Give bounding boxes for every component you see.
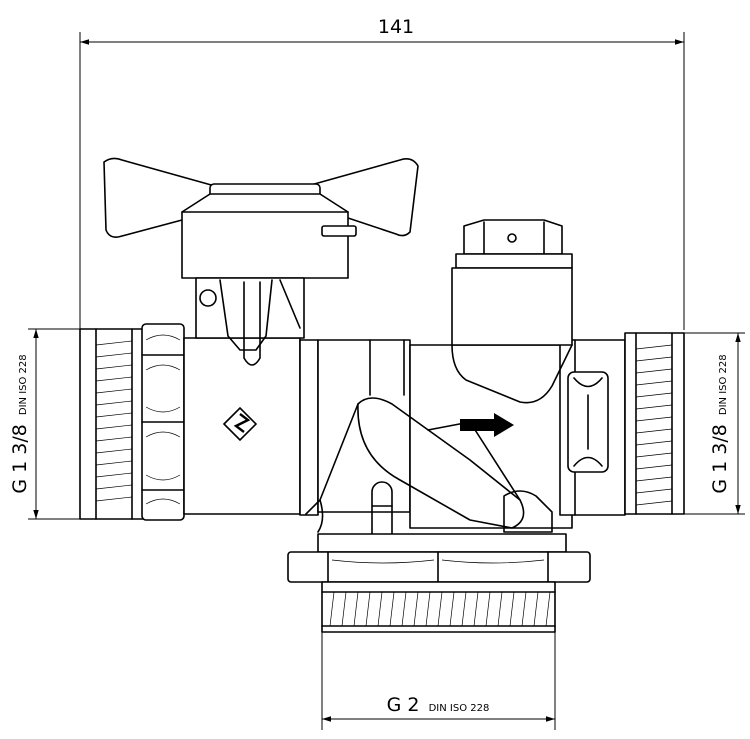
left-hex-nut <box>141 323 185 521</box>
left-thread-dimension: G 1 3/8 DIN ISO 228 <box>9 328 80 520</box>
butterfly-handle <box>103 157 419 279</box>
bottom-thread-size: G 2 <box>387 694 420 716</box>
manufacturer-logo-icon <box>222 406 258 442</box>
bottom-thread-label: G 2 DIN ISO 228 <box>387 694 490 716</box>
top-cap <box>451 219 573 404</box>
right-thread-size: G 1 3/8 <box>709 424 731 493</box>
right-thread-standard: DIN ISO 228 <box>718 354 729 415</box>
bottom-thread-pattern <box>329 591 551 627</box>
left-thread-label: G 1 3/8 DIN ISO 228 <box>9 354 31 493</box>
right-thread-pattern <box>635 344 673 506</box>
left-thread-size: G 1 3/8 <box>9 424 31 493</box>
bottom-connection <box>287 533 591 583</box>
valve-stem <box>195 277 305 366</box>
overall-width-dimension: 141 <box>79 16 685 330</box>
valve-body <box>183 337 626 529</box>
bottom-thread <box>321 581 556 633</box>
bottom-thread-standard: DIN ISO 228 <box>429 703 490 714</box>
bottom-thread-dimension: G 2 DIN ISO 228 <box>321 632 556 730</box>
left-thread-end <box>79 328 145 520</box>
left-thread-standard: DIN ISO 228 <box>18 354 29 415</box>
left-thread-pattern <box>95 340 133 502</box>
flow-arrow-icon <box>460 413 514 437</box>
overall-width-label: 141 <box>378 16 414 38</box>
right-thread-end <box>624 332 685 515</box>
right-thread-dimension: G 1 3/8 DIN ISO 228 <box>684 332 745 515</box>
right-thread-label: G 1 3/8 DIN ISO 228 <box>709 354 731 493</box>
